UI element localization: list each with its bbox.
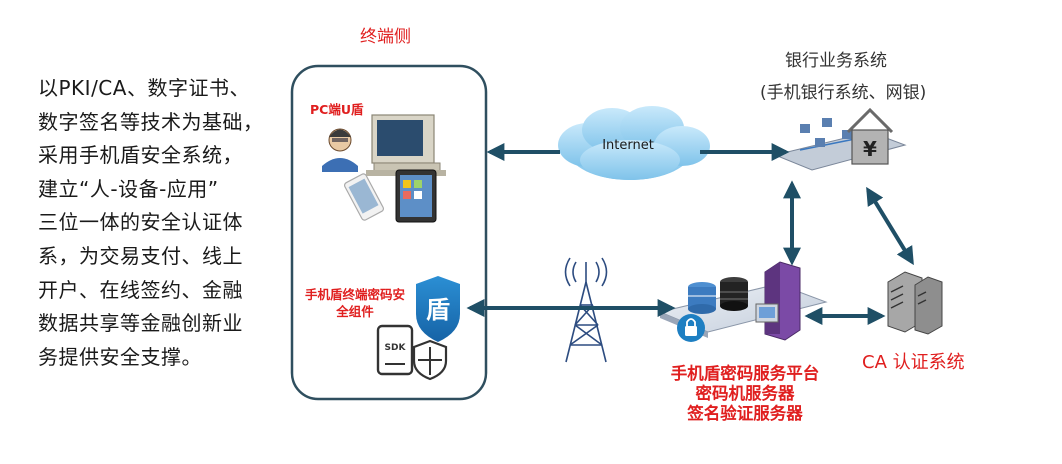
ca-server-icon [887,271,943,335]
intro-line: 数字签名等技术为基础， [38,109,264,134]
tablet-icon [395,169,437,223]
internet-label: Internet [602,138,654,153]
intro-line: 数据共享等金融创新业 [38,311,243,336]
currency-symbol: ¥ [863,137,877,161]
pc-ukey-label: PC端U盾 [310,102,364,117]
internet-cloud-icon: Internet [558,106,710,180]
service-platform-icon [658,261,828,342]
arrow-bank-ca [866,186,914,266]
intro-line: 以PKI/CA、数字证书、 [38,76,250,100]
ca-system-label: CA 认证系统 [862,352,965,373]
shield-glyph: 盾 [426,296,450,324]
bank-building-icon: ¥ [846,107,894,165]
intro-line: 采用手机盾安全系统， [38,143,243,168]
sdk-text: SDK [385,343,407,353]
intro-line: 三位一体的安全认证体 [38,210,243,235]
pc-user-icon [322,128,358,172]
intro-line: 系，为交易支付、线上 [38,243,243,268]
terminal-component-label: 手机盾终端密码安全组件 [304,287,405,319]
intro-line: 建立“人-设备-应用” [38,176,219,201]
terminal-side-title: 终端侧 [360,27,411,47]
desktop-computer-icon [366,114,446,176]
terminal-side-box [290,64,488,401]
bank-system-title: 银行业务系统 [785,51,887,71]
intro-paragraph: 以PKI/CA、数字证书、 数字签名等技术为基础， 采用手机盾安全系统， 建立“… [38,72,278,374]
platform-line: 手机盾密码服务平台 [670,364,820,383]
shield-icon: 盾 [416,276,460,342]
security-shield-icon [412,339,448,381]
platform-line: 密码机服务器 [695,384,795,403]
platform-line: 签名验证服务器 [687,404,803,423]
intro-line: 务提供安全支撑。 [38,344,202,369]
cell-tower-icon [564,257,608,363]
service-platform-label: 手机盾密码服务平台 密码机服务器 签名验证服务器 [655,364,835,424]
sdk-phone-icon: SDK [376,324,414,376]
smartphone-icon [344,173,384,221]
bank-system-subtitle: (手机银行系统、网银) [760,83,927,103]
intro-line: 开户、在线签约、金融 [38,277,243,302]
